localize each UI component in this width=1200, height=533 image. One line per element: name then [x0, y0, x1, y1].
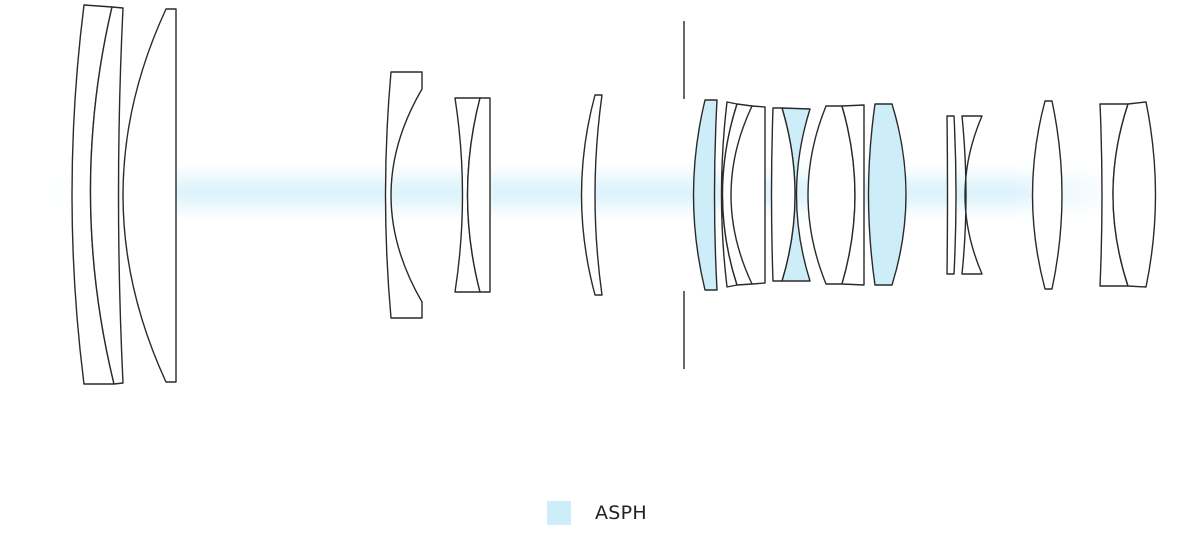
lens-element-19: [1031, 100, 1063, 290]
legend-label: ASPH: [595, 502, 648, 524]
lens-element-15: [867, 103, 907, 286]
lens-element-8: [692, 99, 718, 291]
lens-element-21: [1112, 101, 1157, 288]
lens-element-16: [841, 104, 865, 286]
lens-element-4: [384, 71, 423, 319]
lens-element-3: [122, 8, 177, 383]
lens-element-17: [946, 115, 957, 275]
lens-element-13: [770, 107, 796, 282]
lens-element-7: [580, 94, 603, 296]
lens-element-11: [730, 105, 766, 285]
lens-element-18: [961, 115, 983, 275]
lens-element-2: [89, 6, 124, 385]
lens-element-6: [466, 97, 491, 293]
legend: ASPH: [547, 501, 647, 525]
optical-axis-glow: [10, 178, 1190, 206]
legend-swatch-asph: [547, 501, 571, 525]
